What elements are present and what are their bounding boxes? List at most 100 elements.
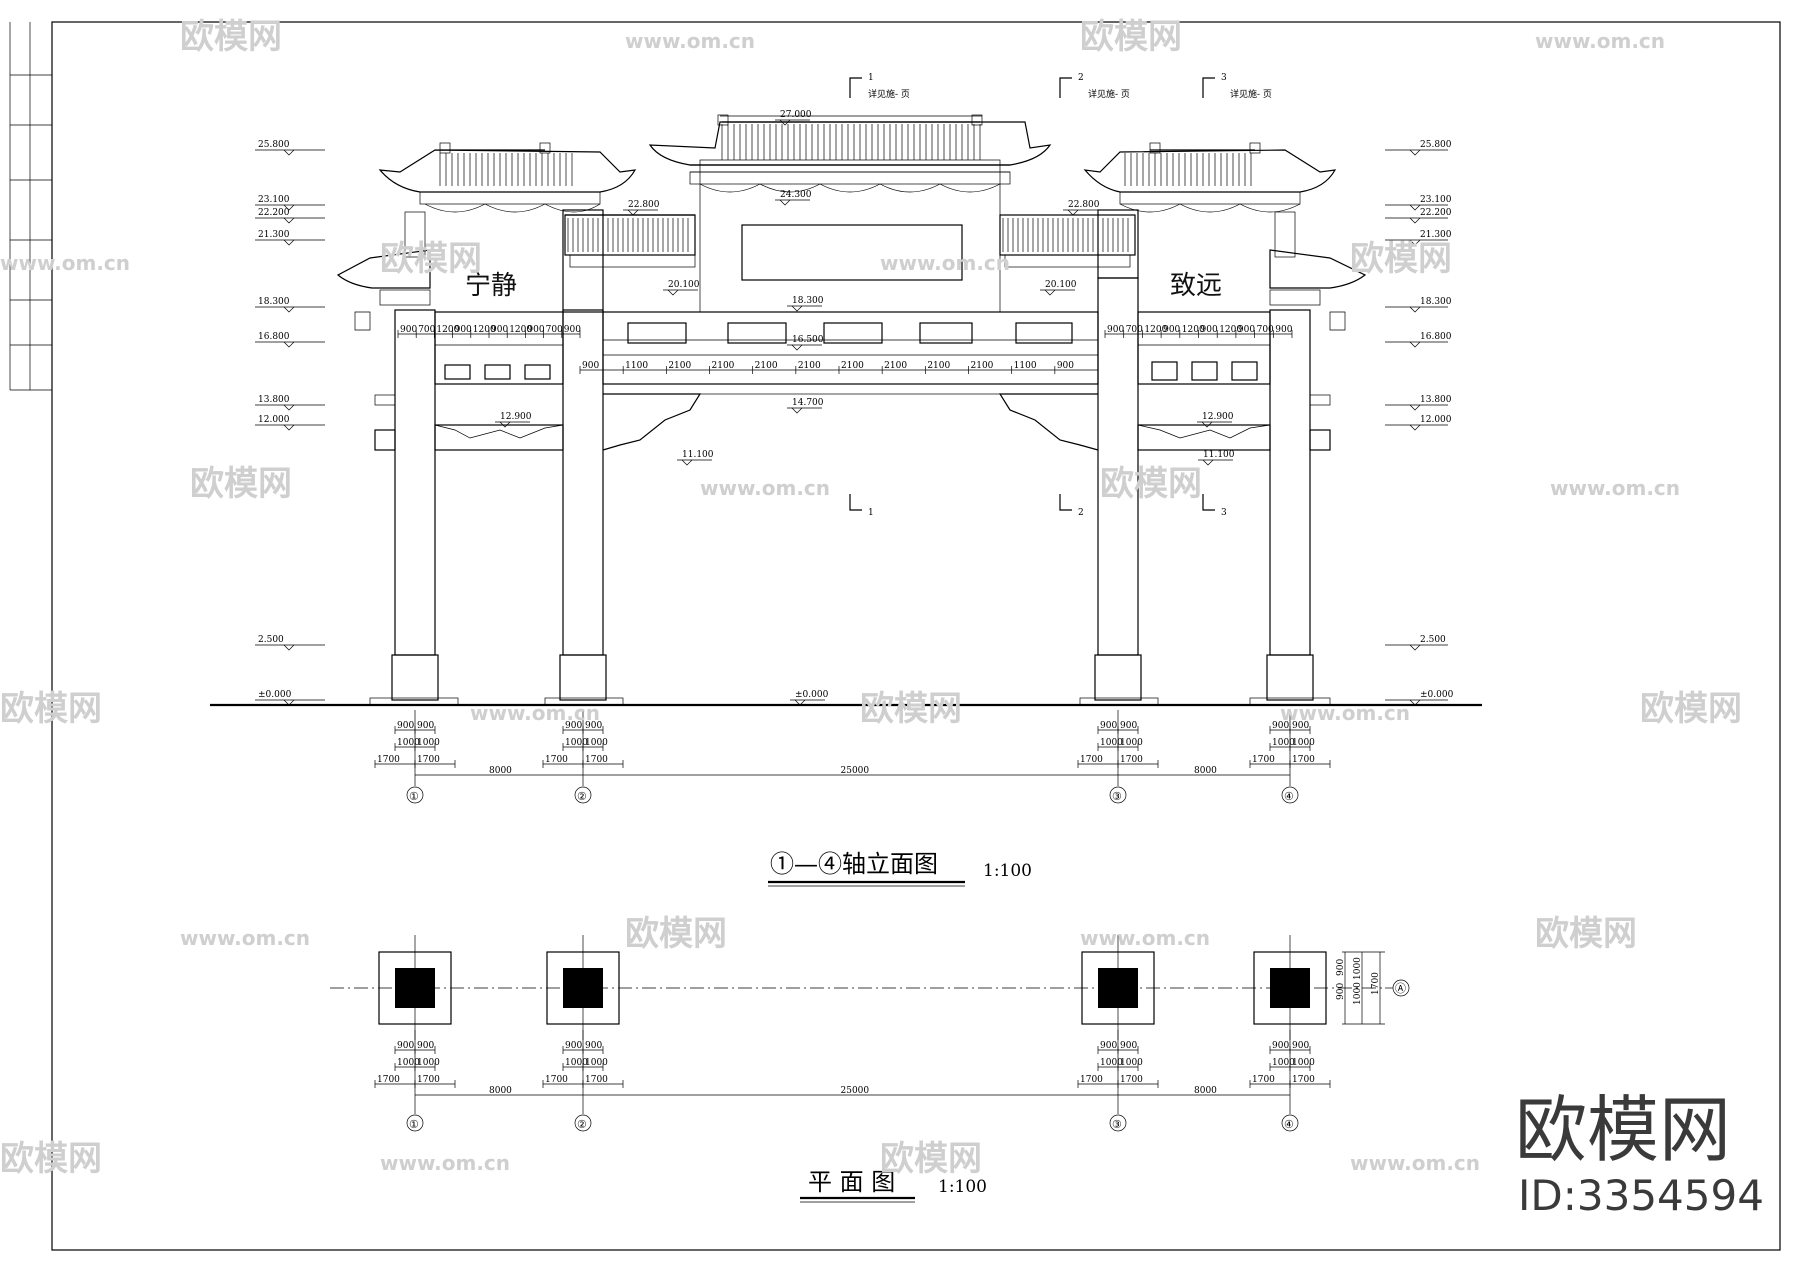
main-roof bbox=[648, 114, 1052, 193]
brand-block: 欧模网 ID:3354594 bbox=[1515, 1088, 1764, 1220]
watermark-13: www.om.cn bbox=[470, 701, 600, 725]
beam-dim-upper-left-3: 900 bbox=[455, 325, 472, 335]
elev-inner-roof_base_left: 20.100 bbox=[668, 280, 700, 290]
plan-side-dimensions: 900 900 1000 1000 1700 Ⓐ bbox=[1336, 951, 1410, 1025]
plan-col2-r2-a: 1700 bbox=[1080, 1075, 1103, 1085]
elev-inner-bracket_left: 11.100 bbox=[682, 450, 714, 460]
elev-col3-r2-a: 1700 bbox=[1252, 755, 1275, 765]
plan-title: 平 面 图 bbox=[808, 1168, 895, 1196]
left-side-roof bbox=[564, 214, 696, 268]
elevation-scale: 1:100 bbox=[983, 861, 1032, 881]
beam-dim-lower-9: 2100 bbox=[971, 361, 994, 371]
watermark-8: 欧模网 bbox=[190, 464, 292, 504]
elev-col1-r0-a: 900 bbox=[565, 721, 582, 731]
plan-side-dim-5: 1700 bbox=[1371, 972, 1381, 995]
elev-left-7: 12.000 bbox=[258, 415, 290, 425]
beam-dim-upper-right-6: 1200 bbox=[1219, 325, 1242, 335]
plan-axis-A: Ⓐ bbox=[1395, 982, 1406, 995]
watermark-15: www.om.cn bbox=[1280, 701, 1410, 725]
brand-name: 欧模网 bbox=[1515, 1088, 1731, 1172]
beam-dim-lower-6: 2100 bbox=[841, 361, 864, 371]
plan-col0-r0-a: 900 bbox=[397, 1041, 414, 1051]
elev-inner-side_beam_right: 12.900 bbox=[1202, 412, 1234, 422]
plan-col0-r1-b: 1000 bbox=[417, 1058, 440, 1068]
watermark-4: 欧模网 bbox=[380, 239, 482, 279]
elev-col3-r1-a: 1000 bbox=[1272, 738, 1295, 748]
plan-col0-r1-a: 1000 bbox=[397, 1058, 420, 1068]
plan-col1-r1-b: 1000 bbox=[585, 1058, 608, 1068]
beam-dim-upper-right-5: 900 bbox=[1201, 325, 1218, 335]
right-side-roof bbox=[999, 214, 1136, 268]
plan-col0-r0-b: 900 bbox=[417, 1041, 434, 1051]
watermark-20: 欧模网 bbox=[1535, 914, 1637, 954]
elev-col2-r1-a: 1000 bbox=[1100, 738, 1123, 748]
beam-dim-lower-8: 2100 bbox=[927, 361, 950, 371]
beam-dim-upper-left-7: 900 bbox=[527, 325, 544, 335]
elev-left-2: 22.200 bbox=[258, 208, 290, 218]
roofs bbox=[336, 114, 1367, 306]
elev-axis-2: ③ bbox=[1112, 790, 1122, 803]
watermark-11: www.om.cn bbox=[1550, 476, 1680, 500]
watermark-14: 欧模网 bbox=[860, 689, 962, 729]
watermark-16: 欧模网 bbox=[1640, 689, 1742, 729]
watermark-0: 欧模网 bbox=[180, 17, 282, 57]
beam-dim-upper-left-4: 1200 bbox=[473, 325, 496, 335]
elev-col0-r0-b: 900 bbox=[417, 721, 434, 731]
elev-left-0: 25.800 bbox=[258, 140, 290, 150]
plan-col2-r0-a: 900 bbox=[1100, 1041, 1117, 1051]
detail-ref-1-text: 详见施- 页 bbox=[868, 88, 910, 100]
detail-ref-3-num: 3 bbox=[1221, 73, 1227, 83]
elev-col0-r1-a: 1000 bbox=[397, 738, 420, 748]
watermark-6: 欧模网 bbox=[1350, 239, 1452, 279]
watermark-7: www.om.cn bbox=[0, 251, 130, 275]
plan-col3-r1-a: 1000 bbox=[1272, 1058, 1295, 1068]
elev-col1-r2-a: 1700 bbox=[545, 755, 568, 765]
elev-col2-r2-a: 1700 bbox=[1080, 755, 1103, 765]
plan-scale: 1:100 bbox=[938, 1177, 987, 1197]
elev-col1-r1-b: 1000 bbox=[585, 738, 608, 748]
watermark-2: 欧模网 bbox=[1080, 17, 1182, 57]
watermark-19: www.om.cn bbox=[1080, 926, 1210, 950]
elev-inner-side_roof_left: 22.800 bbox=[628, 200, 660, 210]
section-mark-1: 1 bbox=[868, 508, 874, 518]
watermark-22: 欧模网 bbox=[880, 1139, 982, 1179]
elev-right-1: 23.100 bbox=[1420, 195, 1452, 205]
plaque-left: 宁静 bbox=[465, 271, 517, 301]
elev-col2-r2-b: 1700 bbox=[1120, 755, 1143, 765]
elev-left-8: 2.500 bbox=[258, 635, 284, 645]
beam-dim-lower-3: 2100 bbox=[712, 361, 735, 371]
plan-col2-r1-a: 1000 bbox=[1100, 1058, 1123, 1068]
elev-col1-r1-a: 1000 bbox=[565, 738, 588, 748]
section-mark-3: 3 bbox=[1221, 508, 1227, 518]
beam-dim-upper-right-3: 900 bbox=[1163, 325, 1180, 335]
plan-side-dim-4: 1000 bbox=[1353, 957, 1363, 980]
elev-right-6: 13.800 bbox=[1420, 395, 1452, 405]
watermark-10: 欧模网 bbox=[1100, 464, 1202, 504]
plan-col1-r0-b: 900 bbox=[585, 1041, 602, 1051]
elev-col0-r2-b: 1700 bbox=[417, 755, 440, 765]
watermark-9: www.om.cn bbox=[700, 476, 830, 500]
elev-inner-roof_base_right: 20.100 bbox=[1045, 280, 1077, 290]
plan-col3-r0-b: 900 bbox=[1292, 1041, 1309, 1051]
detail-ref-1-num: 1 bbox=[868, 73, 874, 83]
beam-dim-upper-right-7: 900 bbox=[1238, 325, 1255, 335]
elev-col3-r0-a: 900 bbox=[1272, 721, 1289, 731]
elev-right-7: 12.000 bbox=[1420, 415, 1452, 425]
beam-dim-lower-2: 2100 bbox=[668, 361, 691, 371]
plan-span-2: 8000 bbox=[1194, 1086, 1217, 1096]
elev-inner-bracket_right: 11.100 bbox=[1203, 450, 1235, 460]
section-mark-2: 2 bbox=[1078, 508, 1084, 518]
watermark-21: www.om.cn bbox=[380, 1151, 510, 1175]
elev-col2-r0-a: 900 bbox=[1100, 721, 1117, 731]
elev-right-3: 21.300 bbox=[1420, 230, 1452, 240]
plaque-right: 致远 bbox=[1170, 271, 1222, 301]
elev-inner-main_roof: 24.300 bbox=[780, 190, 812, 200]
brand-id: ID:3354594 bbox=[1518, 1171, 1764, 1220]
beam-dim-upper-right-8: 700 bbox=[1257, 325, 1274, 335]
elev-inner-beam_mid: 16.500 bbox=[792, 335, 824, 345]
plan-span-0: 8000 bbox=[489, 1086, 512, 1096]
